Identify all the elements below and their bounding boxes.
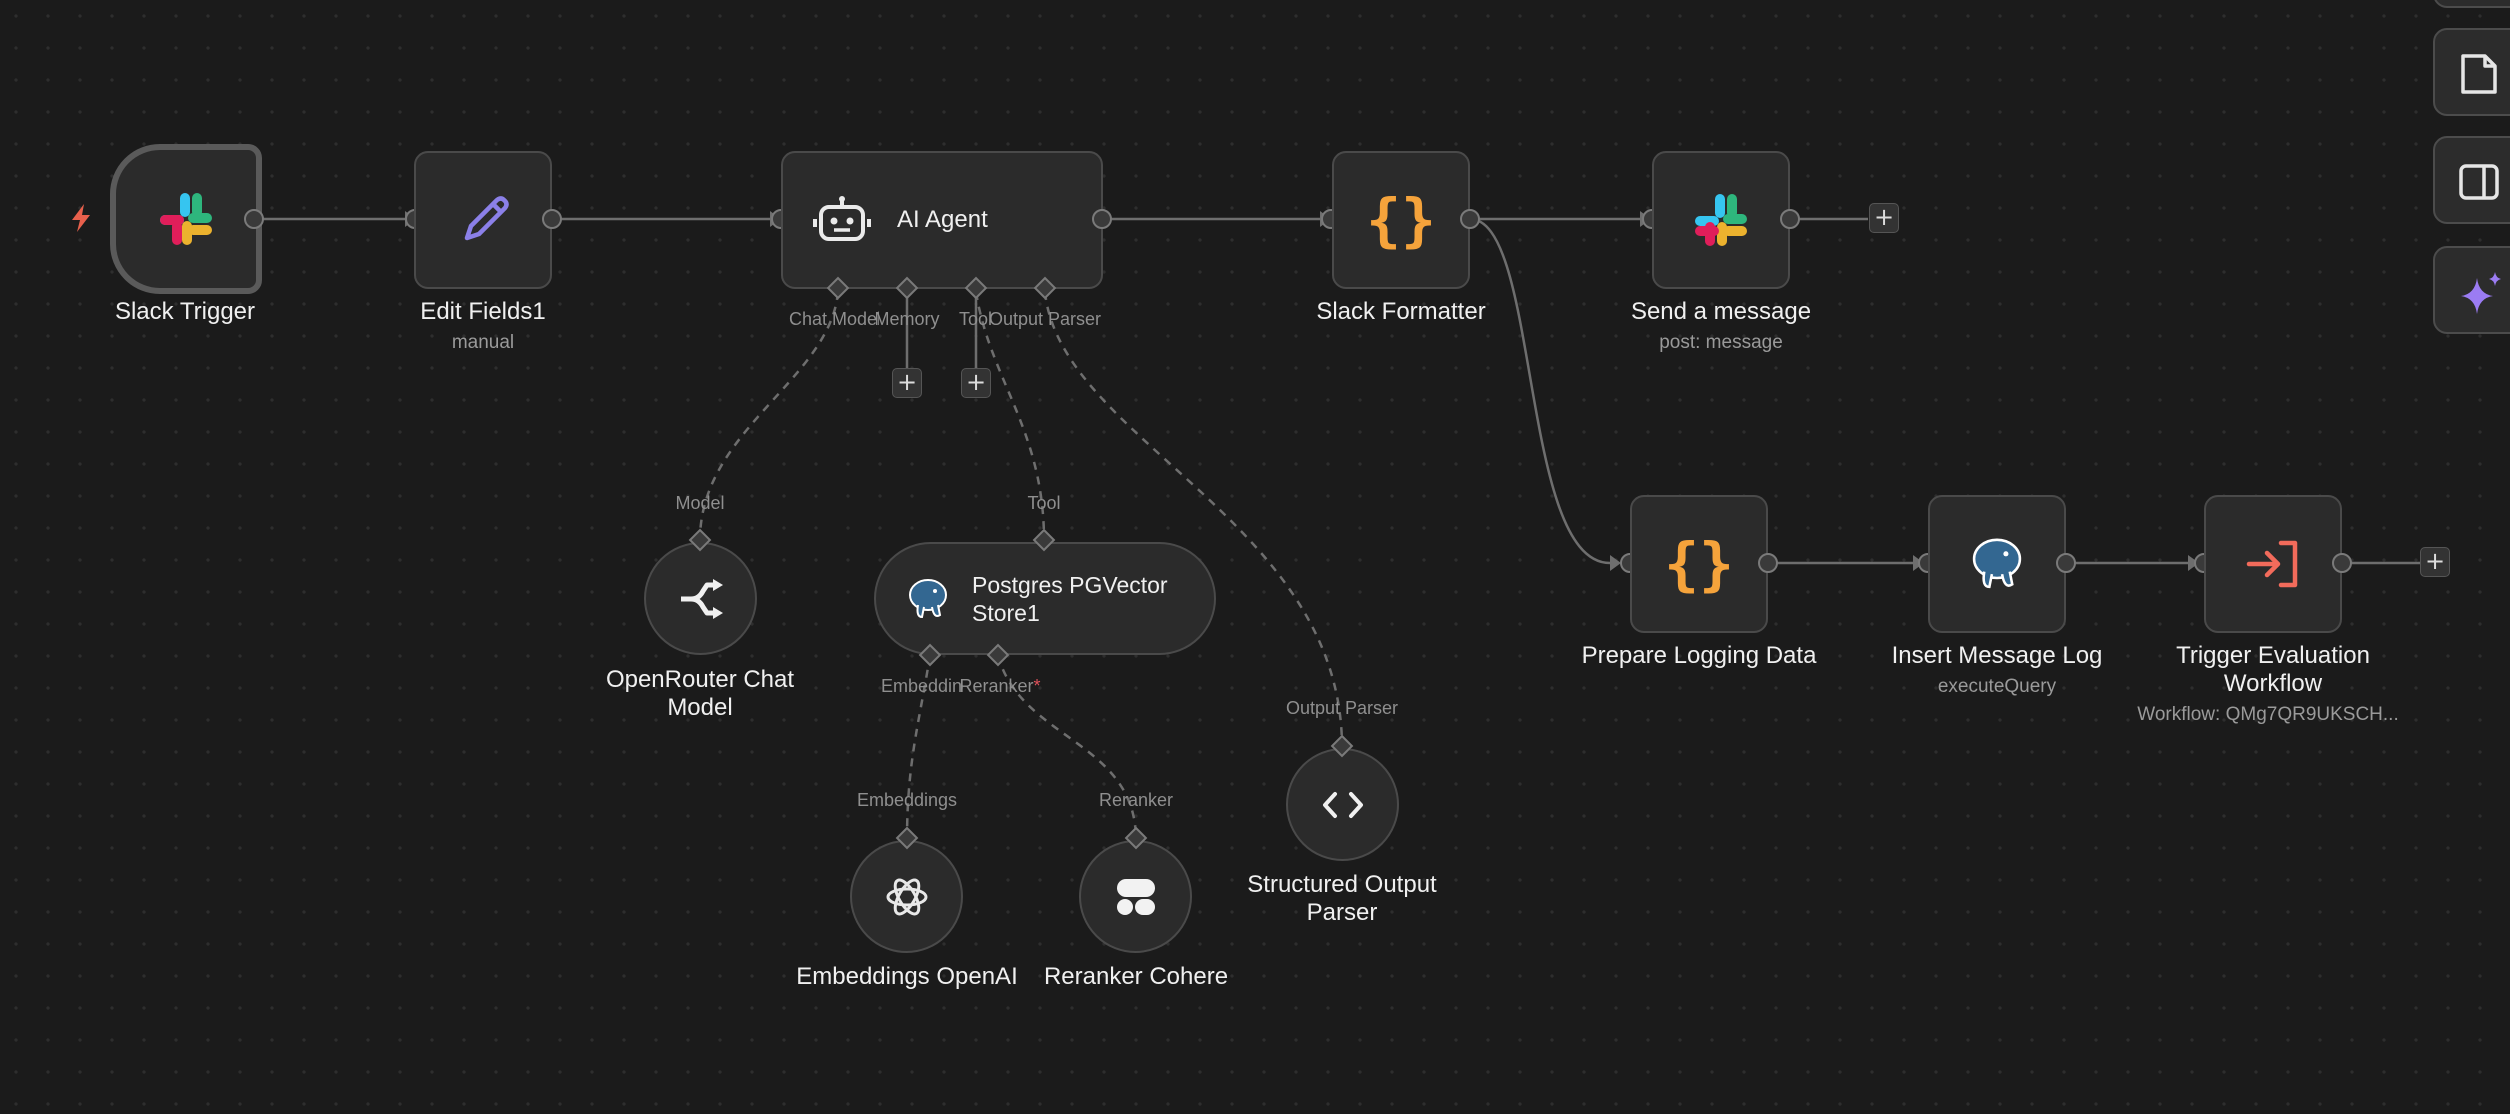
node-postgres-pgvector-store[interactable]: Postgres PGVector Store1 xyxy=(874,542,1216,655)
sticky-note-icon xyxy=(2461,54,2497,94)
execute-workflow-icon xyxy=(2246,540,2298,588)
node-title: Slack Trigger xyxy=(114,298,256,325)
cohere-icon xyxy=(1116,878,1155,915)
handle-label: Tool xyxy=(959,309,991,329)
output-port[interactable] xyxy=(542,209,562,229)
braces-icon: {} xyxy=(1664,530,1734,598)
handle-label: Embedding xyxy=(881,676,963,696)
handle-label: Chat Model xyxy=(789,309,879,329)
output-port[interactable] xyxy=(2056,553,2076,573)
panel-icon xyxy=(2459,164,2499,200)
openai-icon xyxy=(886,878,927,915)
handle-label: Output Parser xyxy=(988,309,1102,329)
slack-icon xyxy=(1695,194,1747,246)
sub-connection xyxy=(1043,291,1344,746)
handle-label: Output Parser xyxy=(1285,698,1399,718)
node-openrouter-chat-model[interactable] xyxy=(644,542,757,655)
ai-assistant-button[interactable] xyxy=(2433,246,2510,334)
node-title: Edit Fields1 xyxy=(420,298,546,325)
node-subtitle: post: message xyxy=(1659,332,1783,353)
add-node-button[interactable]: + xyxy=(1869,203,1899,233)
node-title: Trigger Evaluation Workflow xyxy=(2176,642,2370,697)
pencil-icon xyxy=(464,196,509,241)
add-tool-button[interactable]: + xyxy=(961,368,991,398)
node-slack-formatter[interactable]: {} xyxy=(1332,151,1470,289)
handle-label: Tool xyxy=(1027,493,1061,513)
output-port[interactable] xyxy=(1460,209,1480,229)
node-subtitle: Workflow: QMg7QR9UKSCH... xyxy=(2137,704,2399,725)
openrouter-icon xyxy=(680,578,723,619)
node-prepare-logging-data[interactable]: {} xyxy=(1630,495,1768,633)
node-subtitle: manual xyxy=(451,332,515,353)
handle-label: Memory xyxy=(874,309,940,329)
node-title: Slack Formatter xyxy=(1316,298,1486,325)
node-title: Send a message xyxy=(1630,298,1812,325)
sub-connection xyxy=(996,654,1138,841)
sub-connection xyxy=(698,291,840,541)
robot-icon xyxy=(813,196,871,241)
trigger-bolt-icon xyxy=(72,204,90,232)
node-title: Embeddings OpenAI xyxy=(796,963,1018,990)
node-title: Structured Output Parser xyxy=(1247,871,1437,926)
node-reranker-cohere[interactable] xyxy=(1079,840,1192,953)
sidebar-top-button[interactable] xyxy=(2433,0,2510,8)
node-send-message[interactable] xyxy=(1652,151,1790,289)
node-subtitle: executeQuery xyxy=(1937,676,2057,697)
node-ai-agent[interactable]: AI Agent xyxy=(781,151,1103,289)
add-memory-button[interactable]: + xyxy=(892,368,922,398)
node-title: AI Agent xyxy=(897,206,988,233)
node-insert-message-log[interactable] xyxy=(1928,495,2066,633)
output-port[interactable] xyxy=(2332,553,2352,573)
node-title: OpenRouter Chat Model xyxy=(605,666,795,721)
node-trigger-evaluation-workflow[interactable] xyxy=(2204,495,2342,633)
node-title: Postgres PGVector Store1 xyxy=(972,571,1168,626)
output-port[interactable] xyxy=(1758,553,1778,573)
connection xyxy=(1469,217,1611,565)
code-brackets-icon xyxy=(1322,791,1363,818)
node-title: Insert Message Log xyxy=(1891,642,2103,669)
node-edit-fields[interactable] xyxy=(414,151,552,289)
sticky-note-button[interactable] xyxy=(2433,28,2510,116)
node-title: Prepare Logging Data xyxy=(1581,642,1817,669)
slack-icon xyxy=(160,193,212,245)
add-node-button[interactable]: + xyxy=(2420,547,2450,577)
node-title: Reranker Cohere xyxy=(1043,963,1229,990)
handle-label: Model xyxy=(675,493,725,513)
ai-sparkle-icon xyxy=(2461,272,2501,314)
handle-label: Reranker xyxy=(1098,790,1174,810)
output-port[interactable] xyxy=(244,209,264,229)
node-embeddings-openai[interactable] xyxy=(850,840,963,953)
braces-icon: {} xyxy=(1366,186,1436,254)
output-port[interactable] xyxy=(1780,209,1800,229)
node-slack-trigger[interactable] xyxy=(110,144,262,294)
toggle-panel-button[interactable] xyxy=(2433,136,2510,224)
postgres-elephant-icon xyxy=(1972,538,2022,589)
output-port[interactable] xyxy=(1092,209,1112,229)
handle-label: Reranker* xyxy=(959,676,1041,696)
sub-connection xyxy=(905,654,932,841)
handle-label: Embeddings xyxy=(856,790,958,810)
sub-connection xyxy=(974,291,1046,541)
postgres-elephant-icon xyxy=(909,578,947,618)
node-structured-output-parser[interactable] xyxy=(1286,748,1399,861)
